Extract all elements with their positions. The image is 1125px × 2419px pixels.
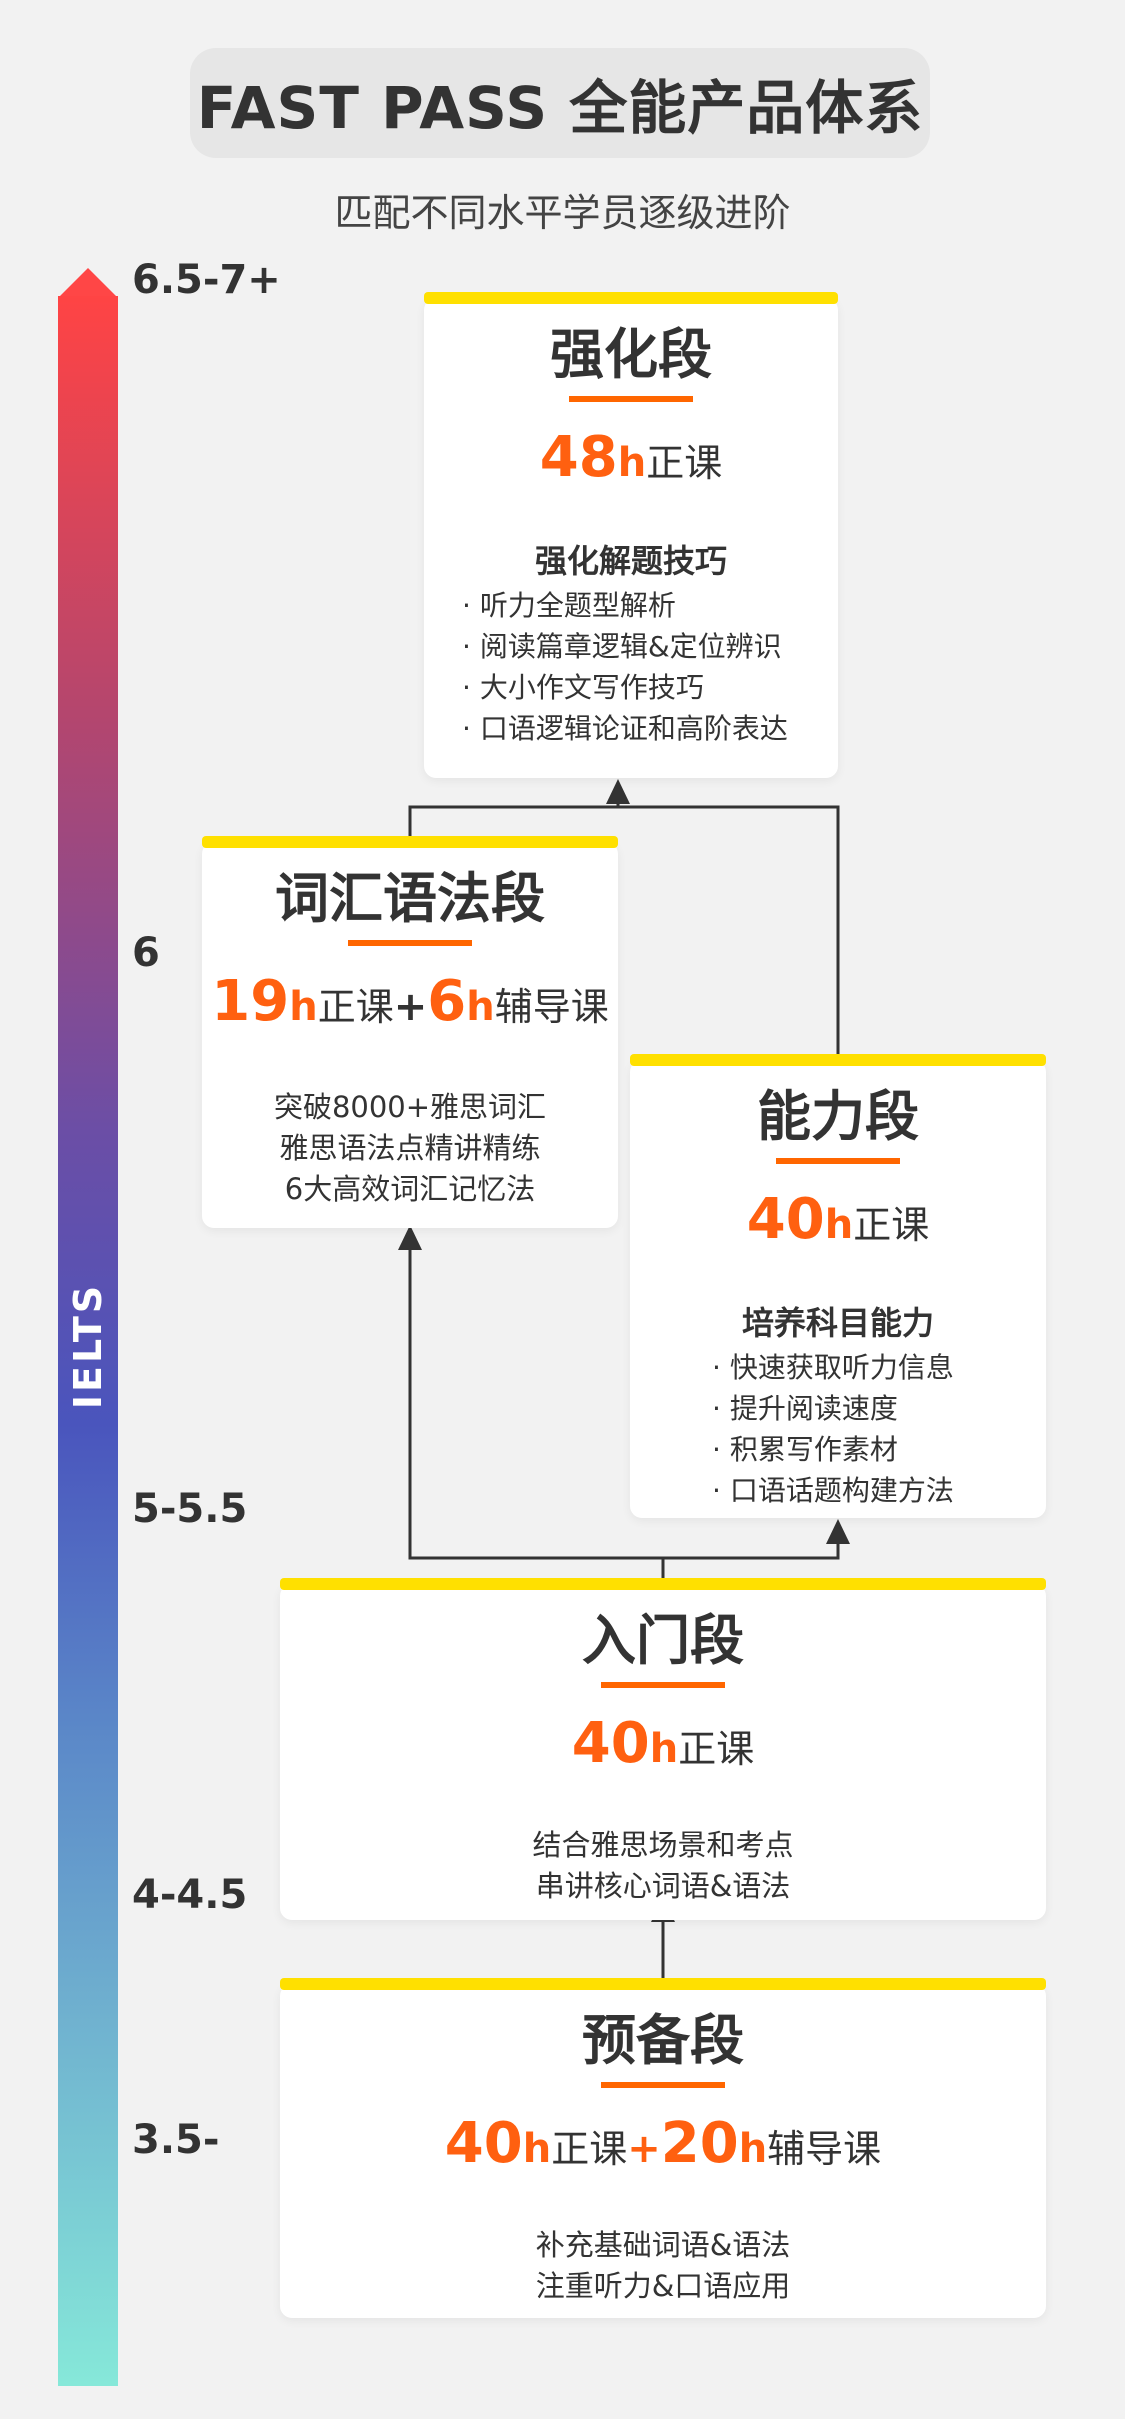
skill-list: 听力全题型解析 阅读篇章逻辑&定位辨识 大小作文写作技巧 口语逻辑论证和高阶表达 xyxy=(424,585,838,749)
connector-intro-branch xyxy=(408,1248,665,1582)
plus-sign: + xyxy=(627,2126,661,2172)
hours-kind: 辅导课 xyxy=(767,2127,882,2171)
hours-kind: 正课 xyxy=(551,2127,628,2171)
stage-title: 能力段 xyxy=(757,1085,919,1148)
title-underline xyxy=(776,1158,900,1164)
skill-list: 快速获取听力信息 提升阅读速度 积累写作素材 口语话题构建方法 xyxy=(630,1347,1046,1511)
stage-title: 预备段 xyxy=(582,2009,744,2072)
stage-hours: 40h正课 xyxy=(280,1712,1046,1789)
list-item: 口语逻辑论证和高阶表达 xyxy=(462,708,838,749)
level-label-3: 3.5- xyxy=(132,2117,220,2163)
hours-value: 40 xyxy=(571,1711,650,1776)
title-underline xyxy=(601,1682,725,1688)
description-line: 注重听力&口语应用 xyxy=(535,2269,791,2303)
description-line: 结合雅思场景和考点 xyxy=(532,1828,794,1862)
hours-value: 19 xyxy=(211,969,290,1034)
skill-title: 强化解题技巧 xyxy=(534,542,727,580)
skill-title: 培养科目能力 xyxy=(741,1304,934,1342)
list-item: 听力全题型解析 xyxy=(462,585,838,626)
stage-hours: 48h正课 xyxy=(424,426,838,503)
stage-description: 突破8000+雅思词汇 雅思语法点精讲精练 6大高效词汇记忆法 xyxy=(202,1087,618,1210)
stage-card-intro: 入门段 40h正课 结合雅思场景和考点 串讲核心词语&语法 xyxy=(280,1578,1046,1920)
stage-title: 词汇语法段 xyxy=(275,867,545,930)
description-line: 6大高效词汇记忆法 xyxy=(284,1172,536,1206)
hours-unit: h xyxy=(824,1202,854,1248)
stage-title: 强化段 xyxy=(550,323,712,386)
stage-card-vocab-grammar: 词汇语法段 19h正课+6h辅导课 突破8000+雅思词汇 雅思语法点精讲精练 … xyxy=(202,836,618,1228)
hours-kind: 正课 xyxy=(678,1727,755,1771)
arrowhead-strengthen-icon xyxy=(606,779,630,804)
plus-sign: + xyxy=(393,984,428,1030)
hours-unit: h xyxy=(466,984,495,1030)
hours-value: 6 xyxy=(427,969,467,1034)
title-underline xyxy=(569,396,693,402)
arrowhead-vocab-icon xyxy=(398,1225,422,1250)
hours-kind: 正课 xyxy=(317,985,394,1029)
page-title: FAST PASS 全能产品体系 xyxy=(190,48,930,158)
hours-kind: 辅导课 xyxy=(494,985,609,1029)
list-item: 口语话题构建方法 xyxy=(712,1470,1046,1511)
page-title-text: FAST PASS 全能产品体系 xyxy=(196,74,924,142)
stage-hours: 40h正课 xyxy=(630,1188,1046,1265)
ielts-gauge-bar xyxy=(58,296,118,2386)
hours-unit: h xyxy=(738,2126,768,2172)
gauge-arrow-icon xyxy=(58,268,118,298)
stage-description: 补充基础词语&语法 注重听力&口语应用 xyxy=(280,2225,1046,2307)
description-line: 雅思语法点精讲精练 xyxy=(279,1131,541,1165)
hours-value: 40 xyxy=(746,1187,825,1252)
stage-card-prep: 预备段 40h正课+20h辅导课 补充基础词语&语法 注重听力&口语应用 xyxy=(280,1978,1046,2318)
title-underline xyxy=(601,2082,725,2088)
level-label-top: 6.5-7+ xyxy=(132,257,281,303)
connector-vocab-ability-to-strengthen xyxy=(408,805,840,1060)
stage-hours: 19h正课+6h辅导课 xyxy=(202,970,618,1047)
level-label-4: 4-4.5 xyxy=(132,1872,248,1918)
hours-unit: h xyxy=(649,1726,679,1772)
level-label-6: 6 xyxy=(132,930,160,976)
list-item: 提升阅读速度 xyxy=(712,1388,1046,1429)
hours-value: 40 xyxy=(444,2111,523,2176)
list-item: 阅读篇章逻辑&定位辨识 xyxy=(462,626,838,667)
hours-value: 20 xyxy=(660,2111,739,2176)
description-line: 突破8000+雅思词汇 xyxy=(273,1090,547,1124)
stage-card-ability: 能力段 40h正课 培养科目能力 快速获取听力信息 提升阅读速度 积累写作素材 … xyxy=(630,1054,1046,1518)
hours-kind: 正课 xyxy=(646,441,723,485)
stage-title: 入门段 xyxy=(582,1609,744,1672)
hours-unit: h xyxy=(617,440,647,486)
arrowhead-ability-icon xyxy=(826,1519,850,1544)
hours-value: 48 xyxy=(539,425,618,490)
stage-hours: 40h正课+20h辅导课 xyxy=(280,2112,1046,2189)
list-item: 积累写作素材 xyxy=(712,1429,1046,1470)
hours-unit: h xyxy=(522,2126,552,2172)
stage-description: 结合雅思场景和考点 串讲核心词语&语法 xyxy=(280,1825,1046,1907)
description-line: 串讲核心词语&语法 xyxy=(535,1869,791,1903)
page-subtitle: 匹配不同水平学员逐级进阶 xyxy=(334,191,791,235)
list-item: 快速获取听力信息 xyxy=(712,1347,1046,1388)
hours-unit: h xyxy=(289,984,318,1030)
connector-intro-to-ability xyxy=(663,1538,840,1560)
level-label-5: 5-5.5 xyxy=(132,1486,248,1532)
stage-card-strengthen: 强化段 48h正课 强化解题技巧 听力全题型解析 阅读篇章逻辑&定位辨识 大小作… xyxy=(424,292,838,778)
hours-kind: 正课 xyxy=(853,1203,930,1247)
description-line: 补充基础词语&语法 xyxy=(535,2228,791,2262)
title-underline xyxy=(348,940,472,946)
list-item: 大小作文写作技巧 xyxy=(462,667,838,708)
